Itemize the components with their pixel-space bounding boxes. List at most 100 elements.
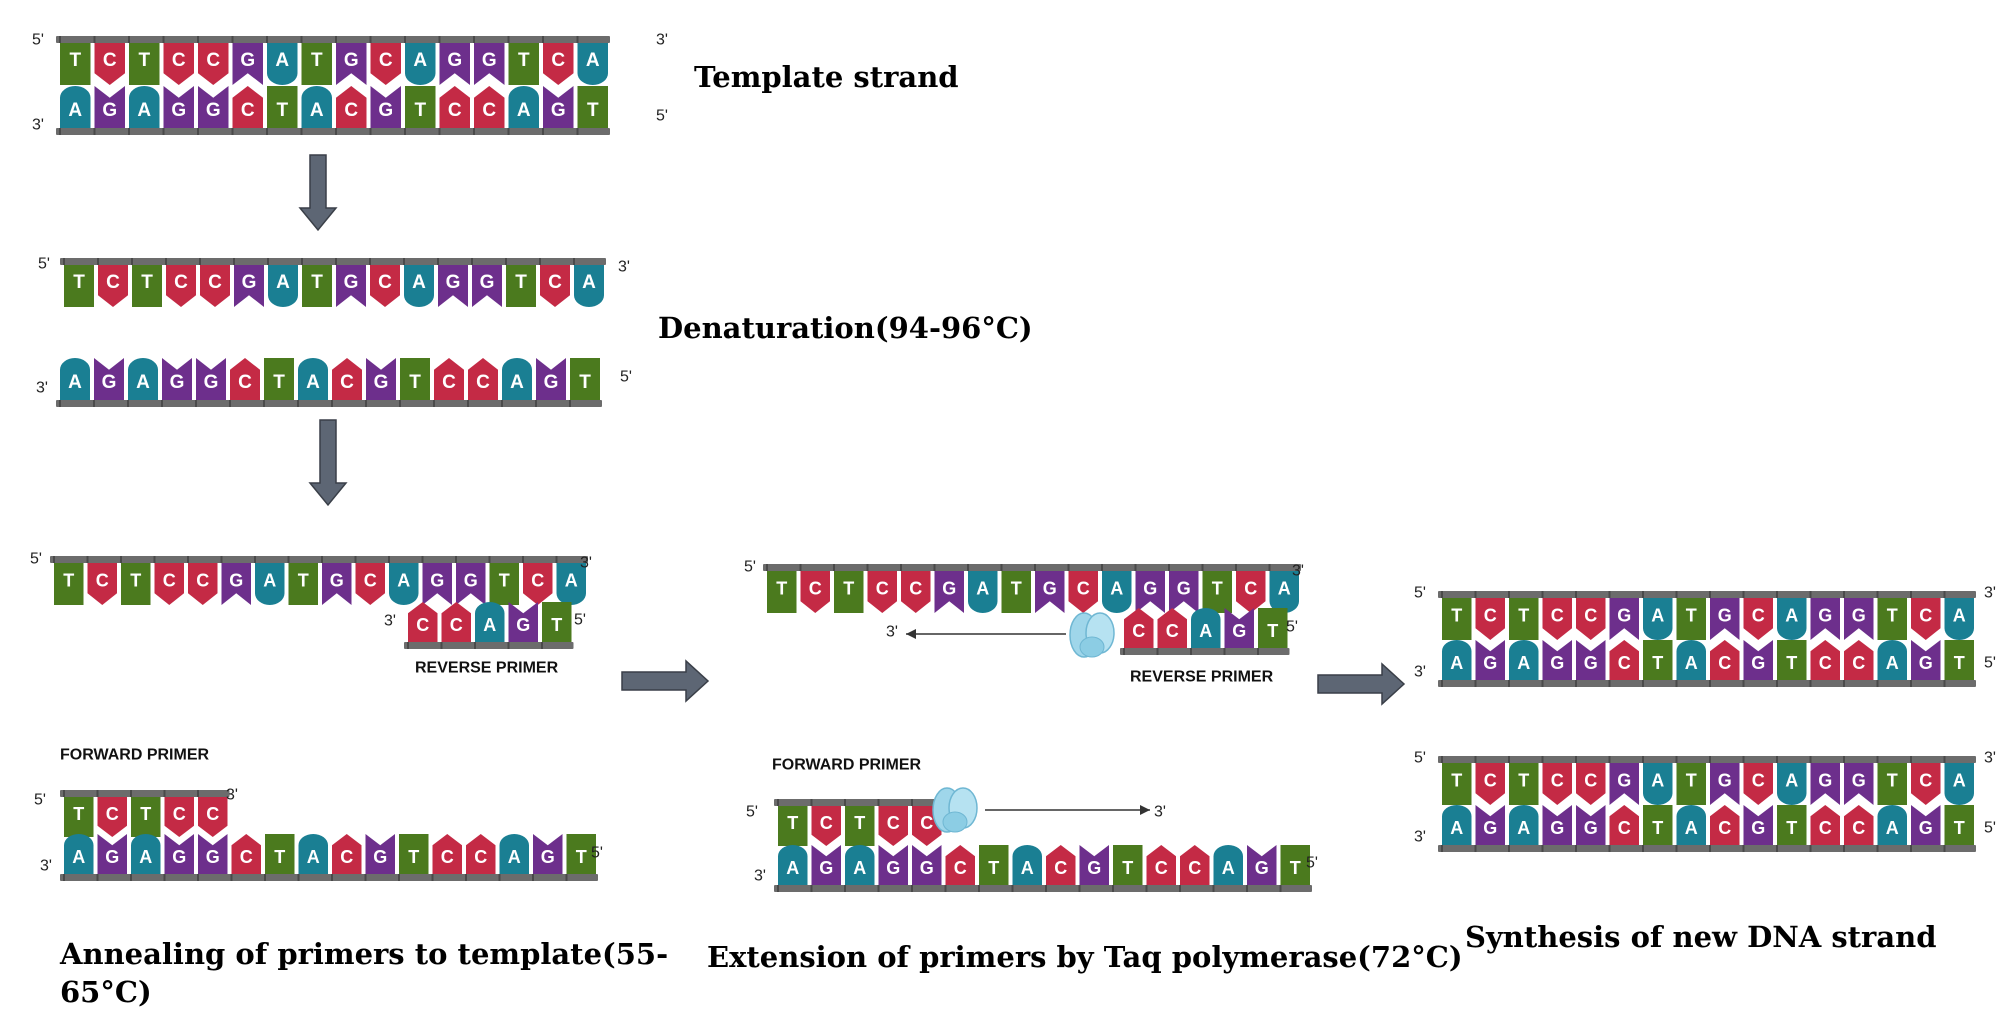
nucleotide-T xyxy=(399,834,429,874)
backbone-joint xyxy=(354,556,357,563)
backbone-joint xyxy=(1279,885,1282,892)
backbone-joint xyxy=(1809,756,1812,763)
nucleotide-letter: C xyxy=(551,50,565,71)
nucleotide-C xyxy=(800,571,830,613)
nucleotide-A xyxy=(60,86,91,128)
backbone-joint xyxy=(1575,845,1577,852)
nucleotide-A xyxy=(129,86,160,128)
nucleotide-letter: C xyxy=(476,372,490,393)
synthesis-2-top-3-end: 3' xyxy=(1984,750,1996,767)
backbone-joint xyxy=(1474,680,1477,687)
nucleotide-letter: A xyxy=(565,571,578,591)
nucleotide-letter: C xyxy=(106,272,120,293)
nucleotide-T xyxy=(1258,608,1288,648)
nucleotide-letter: C xyxy=(379,50,393,71)
backbone-joint xyxy=(541,642,543,649)
backbone-joint xyxy=(1843,845,1845,852)
backbone-joint xyxy=(266,128,268,135)
synthesis-1-top-3-end: 3' xyxy=(1984,585,1996,602)
denatured-top-5-end: 5' xyxy=(38,256,50,273)
nucleotide-letter: T xyxy=(1212,579,1223,599)
nucleotide-G xyxy=(196,358,226,400)
backbone-joint xyxy=(1441,591,1443,598)
backbone-joint xyxy=(1776,591,1778,598)
nucleotide-letter: A xyxy=(307,847,320,867)
nucleotide-letter: G xyxy=(1852,606,1866,626)
taq-polymerase-icon xyxy=(932,787,978,833)
nucleotide-letter: C xyxy=(344,100,358,121)
backbone-joint xyxy=(162,128,165,135)
sugar-phosphate-backbone xyxy=(1120,648,1290,655)
backbone-joint xyxy=(128,36,130,43)
annealing-top-3-end: 3' xyxy=(580,555,592,572)
nucleotide-letter: C xyxy=(1551,771,1564,791)
nucleotide-letter: C xyxy=(1718,818,1731,838)
nucleotide-letter: C xyxy=(1584,771,1597,791)
nucleotide-letter: A xyxy=(275,50,289,71)
nucleotide-letter: G xyxy=(1550,818,1564,838)
nucleotide-G xyxy=(163,86,194,128)
backbone-joint xyxy=(877,799,880,806)
nucleotide-letter: T xyxy=(1122,858,1133,878)
nucleotide-C xyxy=(901,571,931,613)
nucleotide-letter: C xyxy=(340,372,354,393)
backbone-joint xyxy=(331,400,333,407)
nucleotide-T xyxy=(64,797,94,837)
nucleotide-letter: G xyxy=(1483,818,1497,838)
backbone-joint xyxy=(331,874,333,881)
nucleotide-G xyxy=(456,563,486,605)
nucleotide-T xyxy=(570,358,600,400)
nucleotide-letter: G xyxy=(206,100,221,121)
nucleotide-A xyxy=(508,86,539,128)
backbone-joint xyxy=(421,556,424,563)
nucleotide-letter: A xyxy=(72,847,85,867)
nucleotide-letter: C xyxy=(208,272,222,293)
nucleotide-letter: T xyxy=(1451,771,1462,791)
backbone-joint xyxy=(1101,564,1103,571)
nucleotide-A xyxy=(64,834,94,874)
backbone-joint xyxy=(542,36,544,43)
nucleotide-letter: C xyxy=(809,579,822,599)
nucleotide-letter: T xyxy=(1518,606,1529,626)
backbone-joint xyxy=(1078,885,1081,892)
backbone-joint xyxy=(1179,885,1181,892)
nucleotide-C xyxy=(468,358,498,400)
sugar-phosphate-backbone xyxy=(56,400,602,407)
backbone-joint xyxy=(532,874,534,881)
nucleotide-letter: C xyxy=(1584,606,1597,626)
backbone-joint xyxy=(933,564,936,571)
backbone-joint xyxy=(97,258,99,265)
nucleotide-T xyxy=(1113,845,1143,885)
caption-template-strand: Template strand xyxy=(694,60,959,94)
backbone-joint xyxy=(1541,680,1544,687)
nucleotide-letter: C xyxy=(1551,606,1564,626)
nucleotide-letter: C xyxy=(450,615,463,635)
backbone-joint xyxy=(911,885,913,892)
backbone-joint xyxy=(369,128,372,135)
nucleotide-letter: A xyxy=(1517,653,1530,673)
synthesis-2-bottom-3-end: 3' xyxy=(1414,829,1426,846)
nucleotide-G xyxy=(1247,845,1277,885)
backbone-joint xyxy=(565,874,568,881)
backbone-joint xyxy=(1608,591,1611,598)
backbone-joint xyxy=(369,36,372,43)
nucleotide-letter: G xyxy=(1043,579,1057,599)
backbone-joint xyxy=(488,556,491,563)
nucleotide-T xyxy=(506,265,536,307)
sugar-phosphate-backbone xyxy=(1438,845,1976,852)
nucleotide-G xyxy=(438,265,468,307)
nucleotide-A xyxy=(574,265,604,307)
nucleotide-letter: T xyxy=(273,372,285,393)
nucleotide-T xyxy=(1944,805,1974,845)
backbone-joint xyxy=(1709,591,1711,598)
backbone-joint xyxy=(810,799,813,806)
nucleotide-G xyxy=(1710,763,1740,805)
nucleotide-T xyxy=(1877,763,1907,805)
backbone-joint xyxy=(535,400,537,407)
nucleotide-T xyxy=(845,806,875,846)
nucleotide-C xyxy=(408,602,438,642)
backbone-joint xyxy=(404,128,406,135)
backbone-joint xyxy=(844,799,846,806)
